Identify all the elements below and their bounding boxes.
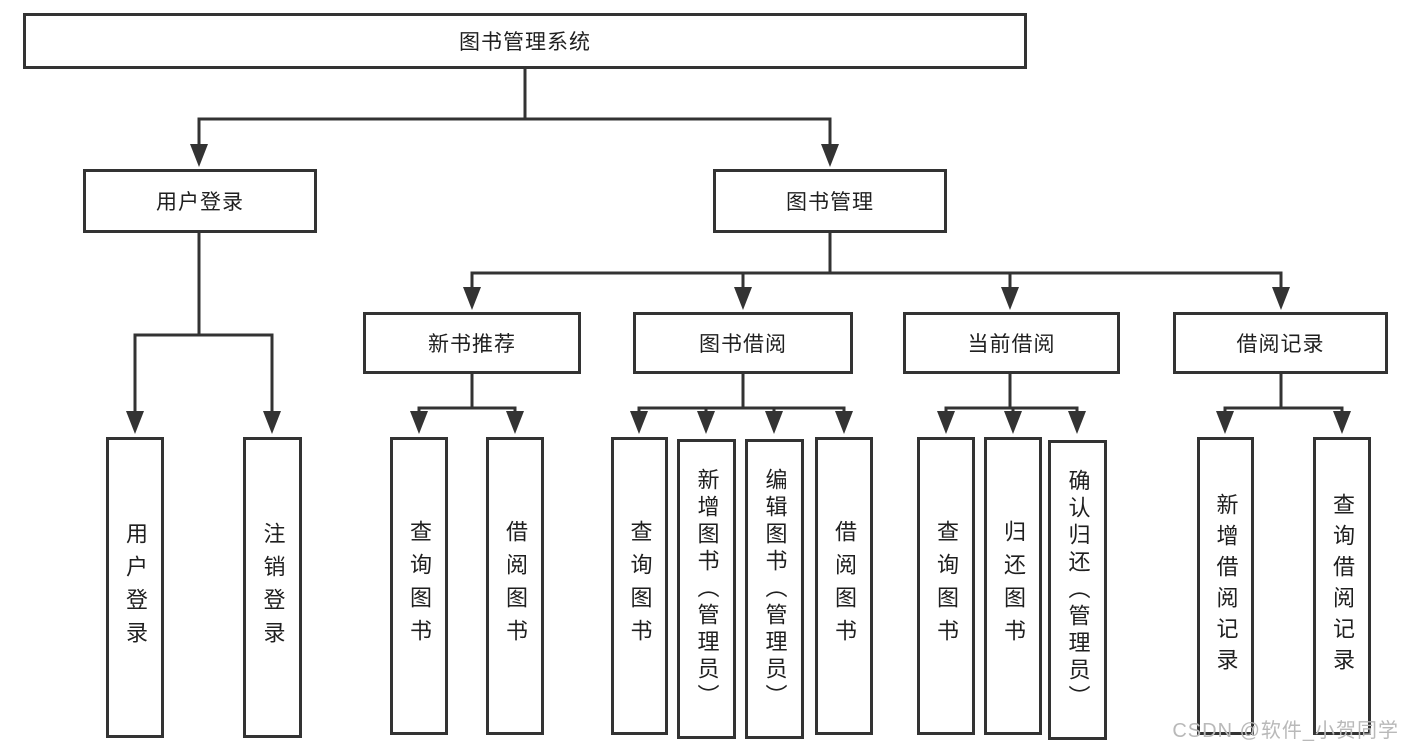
arrow-down-icon xyxy=(1004,411,1022,434)
csdn-watermark: CSDN @软件_小贺同学 xyxy=(1172,720,1399,742)
leaf-newbook-borrow: 借阅图书 xyxy=(486,437,544,735)
arrow-down-icon xyxy=(506,411,524,434)
node-user-login-label: 用户登录 xyxy=(156,191,244,214)
connector-current-borrow xyxy=(944,372,1079,415)
arrow-down-icon xyxy=(937,411,955,434)
node-borrow-records: 借阅记录 xyxy=(1173,312,1388,374)
connector-user-login xyxy=(133,231,274,415)
leaf-borrow-add-admin-label: 新增图书（管理员） xyxy=(694,467,720,711)
connector-book-borrow xyxy=(637,372,846,415)
leaf-record-query: 查询借阅记录 xyxy=(1313,437,1371,735)
connector-root xyxy=(197,67,832,147)
arrow-down-icon xyxy=(126,411,144,434)
leaf-logout-label: 注销登录 xyxy=(260,521,286,654)
node-new-book-recommend-label: 新书推荐 xyxy=(428,333,516,356)
arrow-down-icon xyxy=(1216,411,1234,434)
node-root: 图书管理系统 xyxy=(23,13,1027,69)
connector-book-management xyxy=(470,231,1283,292)
leaf-borrow-edit-admin: 编辑图书（管理员） xyxy=(745,439,804,739)
leaf-current-query-label: 查询图书 xyxy=(934,520,959,652)
leaf-logout: 注销登录 xyxy=(243,437,302,738)
node-current-borrow: 当前借阅 xyxy=(903,312,1120,374)
leaf-record-add: 新增借阅记录 xyxy=(1197,437,1254,735)
node-book-management-label: 图书管理 xyxy=(786,191,874,214)
leaf-current-return-label: 归还图书 xyxy=(1001,520,1026,652)
node-current-borrow-label: 当前借阅 xyxy=(967,333,1056,356)
leaf-newbook-borrow-label: 借阅图书 xyxy=(503,520,528,652)
leaf-current-confirm-admin-label: 确认归还（管理员） xyxy=(1065,468,1091,712)
leaf-borrow-borrow-label: 借阅图书 xyxy=(832,520,857,652)
leaf-borrow-query: 查询图书 xyxy=(611,437,668,735)
leaf-borrow-query-label: 查询图书 xyxy=(627,520,653,652)
leaf-current-return: 归还图书 xyxy=(984,437,1042,735)
leaf-borrow-edit-admin-label: 编辑图书（管理员） xyxy=(762,467,788,711)
arrow-down-icon xyxy=(263,411,281,434)
arrow-down-icon xyxy=(1068,411,1086,434)
node-new-book-recommend: 新书推荐 xyxy=(363,312,581,374)
arrow-down-icon xyxy=(410,411,428,434)
arrow-down-icon xyxy=(463,287,481,310)
leaf-user-login-label: 用户登录 xyxy=(123,521,148,654)
leaf-borrow-add-admin: 新增图书（管理员） xyxy=(677,439,736,739)
node-borrow-records-label: 借阅记录 xyxy=(1236,333,1325,356)
arrow-down-icon xyxy=(1001,287,1019,310)
leaf-newbook-query-label: 查询图书 xyxy=(407,520,432,652)
arrow-down-icon xyxy=(1333,411,1351,434)
arrow-down-icon xyxy=(734,287,752,310)
leaf-user-login: 用户登录 xyxy=(106,437,164,738)
connector-new-book xyxy=(417,372,517,415)
leaf-record-query-label: 查询借阅记录 xyxy=(1330,493,1355,679)
node-book-borrow: 图书借阅 xyxy=(633,312,853,374)
leaf-current-confirm-admin: 确认归还（管理员） xyxy=(1048,440,1107,740)
node-book-management: 图书管理 xyxy=(713,169,947,233)
leaf-borrow-borrow: 借阅图书 xyxy=(815,437,873,735)
node-book-borrow-label: 图书借阅 xyxy=(699,333,787,356)
arrowheads xyxy=(126,144,1351,434)
arrow-down-icon xyxy=(630,411,648,434)
arrow-down-icon xyxy=(835,411,853,434)
arrow-down-icon xyxy=(1272,287,1290,310)
leaf-record-add-label: 新增借阅记录 xyxy=(1213,493,1239,679)
node-root-label: 图书管理系统 xyxy=(459,31,591,54)
node-user-login: 用户登录 xyxy=(83,169,317,233)
arrow-down-icon xyxy=(765,411,783,434)
leaf-newbook-query: 查询图书 xyxy=(390,437,448,735)
arrow-down-icon xyxy=(190,144,208,167)
arrow-down-icon xyxy=(821,144,839,167)
leaf-current-query: 查询图书 xyxy=(917,437,975,735)
arrow-down-icon xyxy=(697,411,715,434)
connector-borrow-records xyxy=(1223,372,1344,415)
